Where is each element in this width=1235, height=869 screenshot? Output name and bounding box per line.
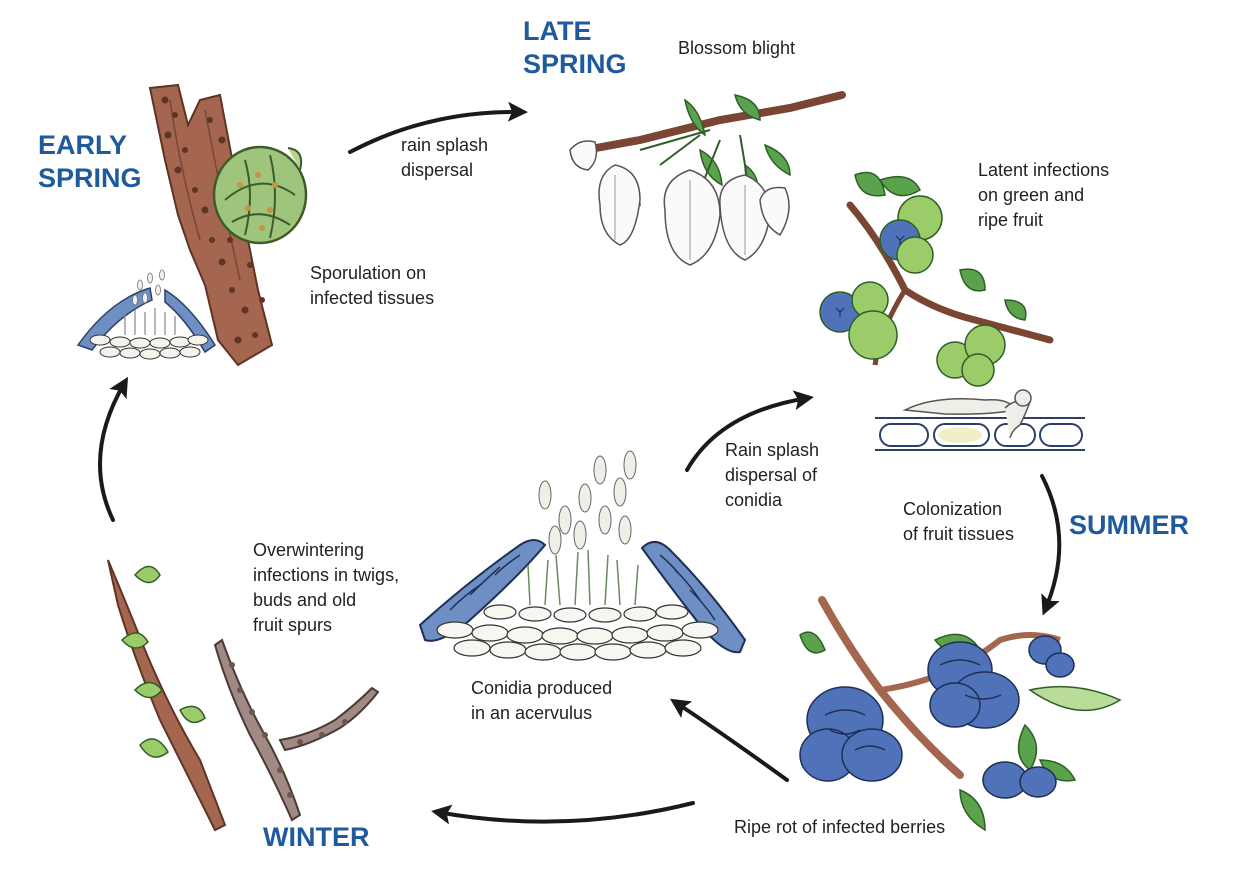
- sporulation-label: Sporulation on infected tissues: [310, 263, 435, 308]
- ripe-rot-label: Ripe rot of infected berries: [734, 817, 946, 837]
- blueberry-branch-icon: [799, 596, 1122, 832]
- blossom-icon: [569, 91, 846, 266]
- curved-arrow-icon: [669, 698, 789, 782]
- rain-splash-label: rain splash dispersal: [401, 135, 489, 180]
- acervulus-small-icon: [76, 269, 217, 360]
- curved-arrow-icon: [685, 390, 814, 472]
- acervulus-icon: [418, 450, 747, 661]
- sporulating-bud-icon: [212, 145, 308, 245]
- twig-icon: [107, 559, 380, 832]
- conidia-acervulus-label: Conidia produced in an acervulus: [471, 678, 613, 723]
- season-summer: SUMMER: [1069, 510, 1189, 540]
- curved-arrow-icon: [348, 101, 528, 154]
- overwintering-label: Overwintering infections in twigs, buds …: [253, 540, 400, 635]
- season-late-spring: LATE SPRING: [523, 16, 627, 79]
- season-early-spring: EARLY SPRING: [38, 130, 142, 193]
- blossom-blight-label: Blossom blight: [678, 38, 796, 58]
- colonization-label: Colonization of fruit tissues: [903, 499, 1015, 544]
- rain-splash-conidia-label: Rain splash dispersal of conidia: [725, 440, 820, 510]
- curved-arrow-icon: [431, 801, 695, 825]
- host-cells-icon: [875, 389, 1085, 451]
- cycle-arrows: [98, 101, 1062, 825]
- season-winter: WINTER: [263, 822, 370, 852]
- curved-arrow-icon: [98, 376, 129, 522]
- latent-infections-label: Latent infections on green and ripe frui…: [978, 160, 1110, 230]
- infected-stem-icon: [148, 83, 308, 367]
- curved-arrow-icon: [1040, 474, 1062, 616]
- fruit-branch-icon: [819, 171, 1054, 387]
